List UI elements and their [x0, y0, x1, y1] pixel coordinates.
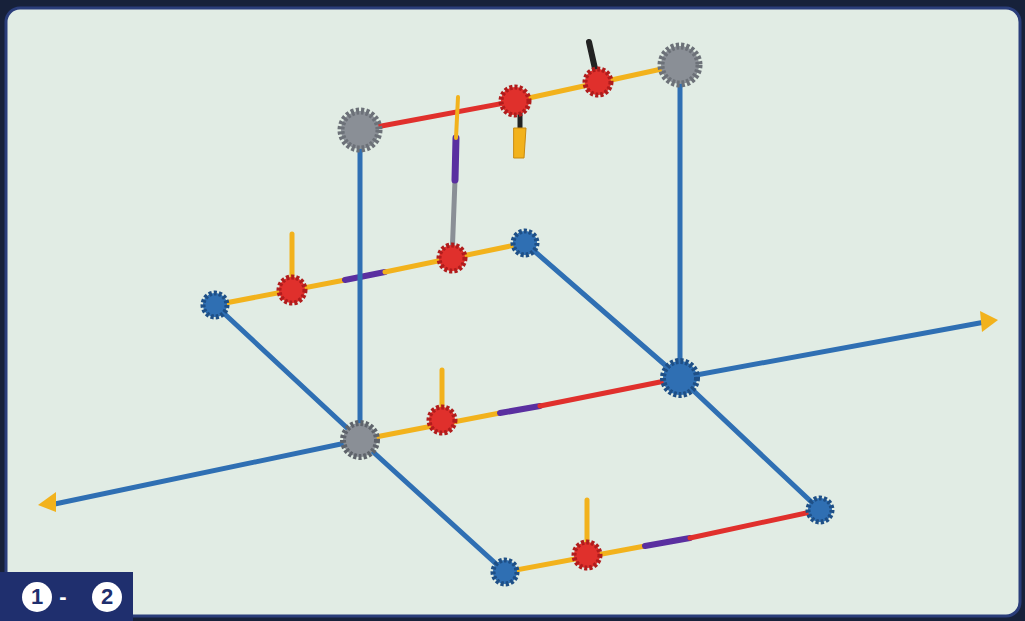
- step-number: 1: [22, 582, 52, 612]
- step-number: 2: [92, 582, 122, 612]
- step-separator: -: [56, 582, 70, 612]
